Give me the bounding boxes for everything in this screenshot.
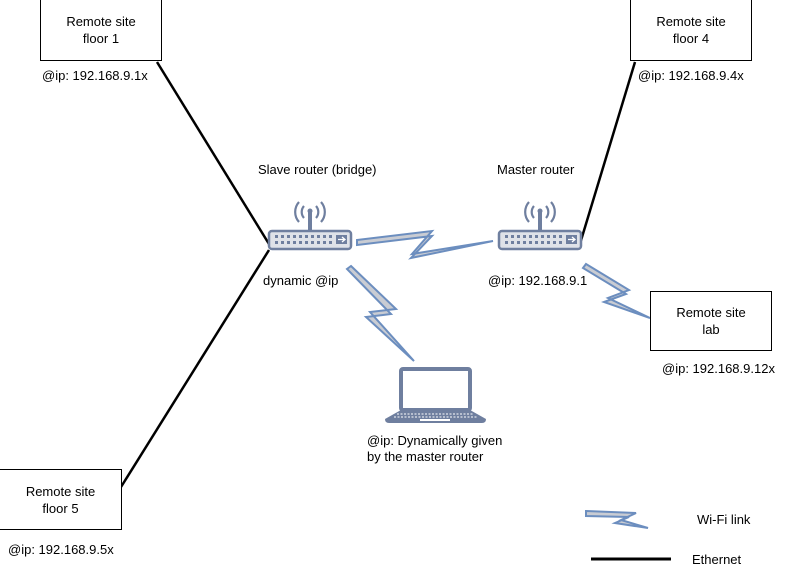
laptop-icon [385,367,486,423]
floor1-line1: Remote site [66,14,136,29]
wifi-link-master-lab [581,262,651,319]
lab-ip: @ip: 192.168.9.12x [662,361,775,376]
wifi-link-slave-master [356,229,494,260]
legend-wifi-label: Wi-Fi link [697,512,751,527]
lab-line2: lab [702,322,720,337]
floor5-line1: Remote site [25,483,96,499]
remote-site-floor1: Remote site floor 1 [40,0,162,61]
wifi-link-slave-laptop [345,264,415,362]
ethernet-link-floor1 [155,61,271,245]
master-router-title: Master router [497,162,575,177]
lab-line1: Remote site [676,305,746,320]
remote-site-lab: Remote site lab [650,291,772,351]
laptop-ip-line2: by the master router [367,449,484,464]
slave-router-title: Slave router (bridge) [258,162,377,177]
master-router-ip: @ip: 192.168.9.1 [488,273,588,288]
slave-router-ip: dynamic @ip [263,273,339,288]
floor5-line2: floor 5 [42,500,79,516]
ethernet-link-floor4 [577,61,637,248]
floor4-ip: @ip: 192.168.9.4x [638,68,744,83]
laptop-ip-line1: @ip: Dynamically given [367,433,503,448]
slave-router-icon [267,200,353,251]
remote-site-floor5: Remote site floor 5 [0,469,122,530]
floor5-ip: @ip: 192.168.9.5x [8,542,114,557]
master-router-icon [497,200,583,251]
floor1-line2: floor 1 [82,31,120,46]
floor4-line2: floor 4 [672,31,710,46]
floor1-ip: @ip: 192.168.9.1x [42,68,148,83]
remote-site-floor4: Remote site floor 4 [630,0,752,61]
legend-ethernet-label: Ethernet [692,552,742,567]
legend-wifi-symbol [585,509,649,529]
floor4-line1: Remote site [656,14,726,29]
ethernet-link-floor5 [119,249,271,488]
